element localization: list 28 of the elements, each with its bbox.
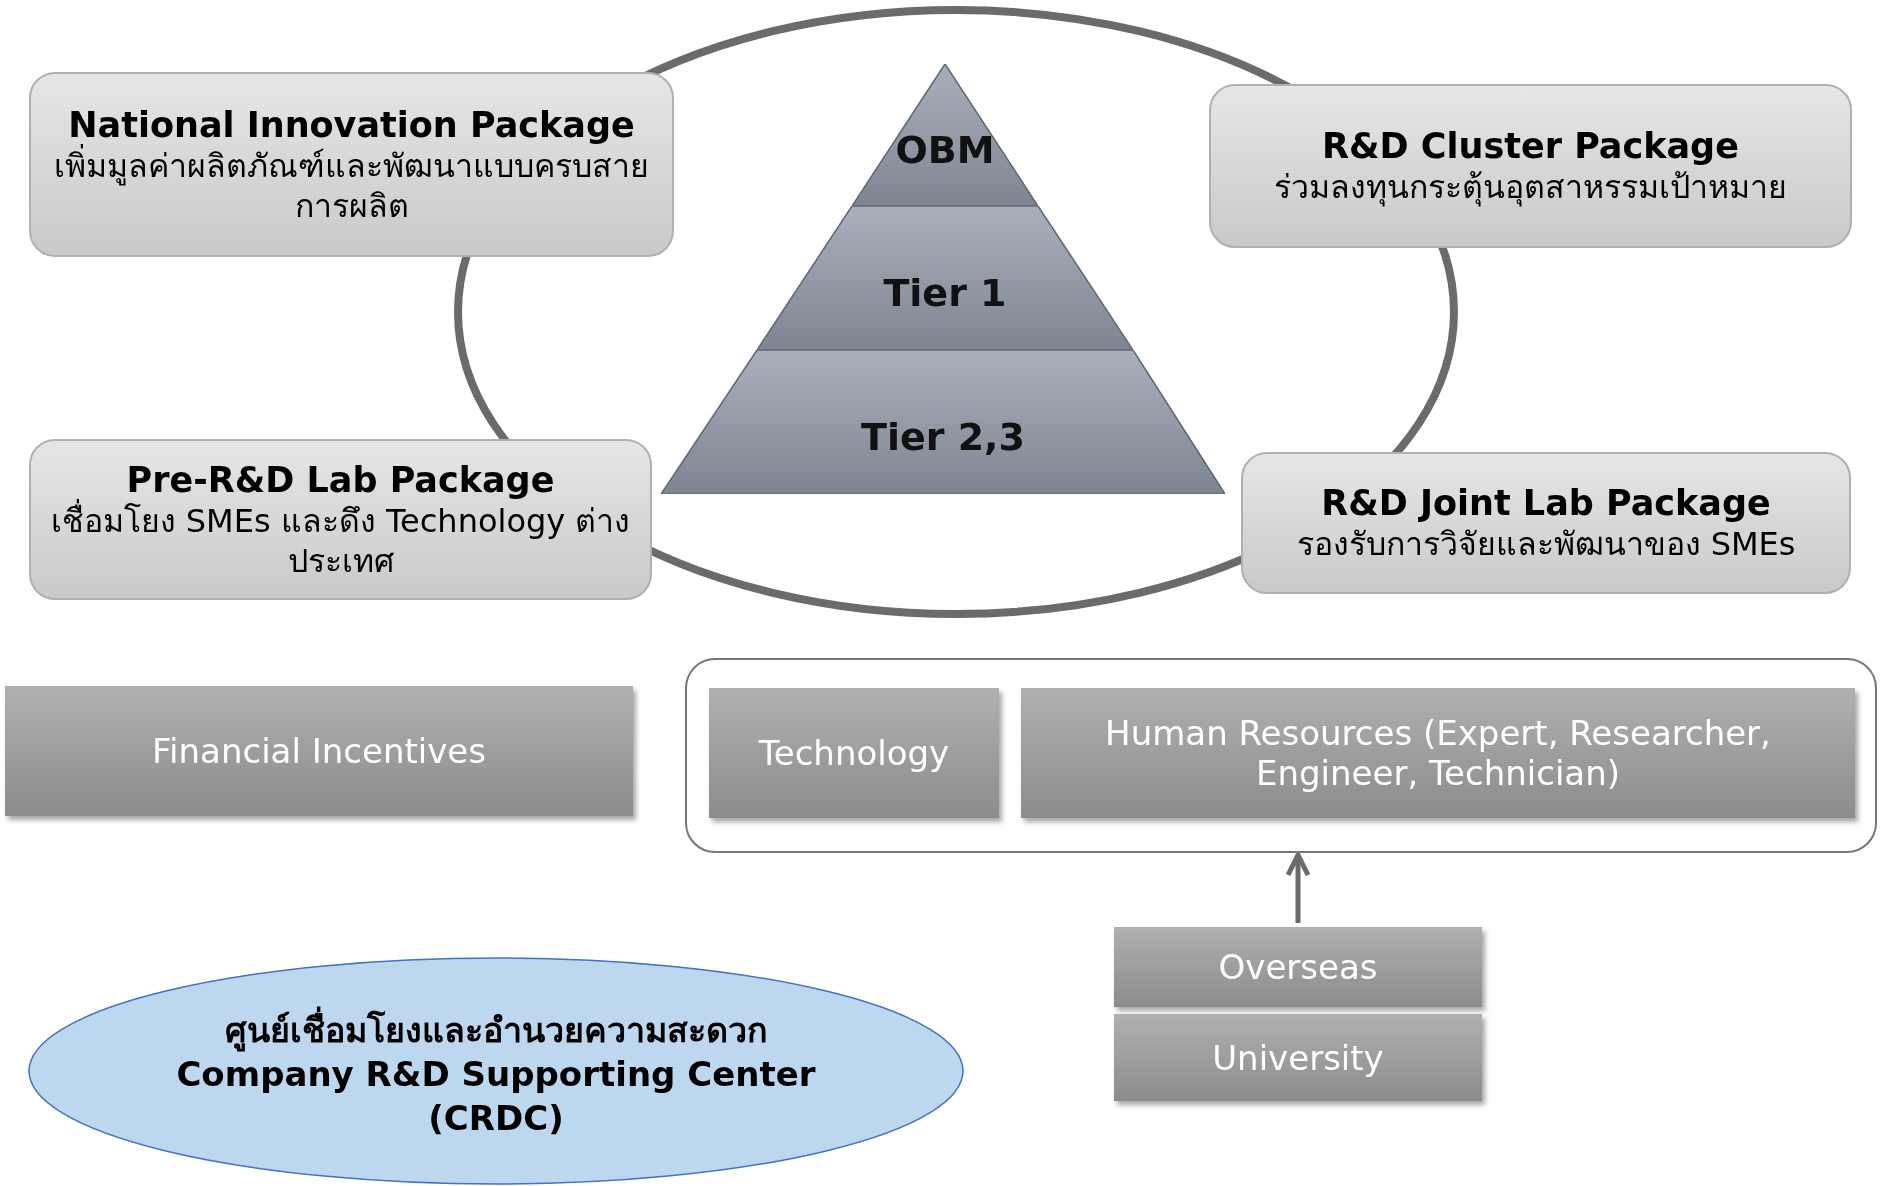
bar-label: University <box>1212 1037 1384 1078</box>
package-box <box>29 439 652 600</box>
category-bar <box>1021 688 1855 818</box>
bar-label: Overseas <box>1218 947 1378 987</box>
package-box <box>1209 84 1852 248</box>
package-title: Pre-R&D Lab Package <box>126 458 555 500</box>
group-frame <box>685 658 1877 853</box>
category-bar <box>5 686 633 816</box>
tier-label: Tier 1 <box>882 271 1008 316</box>
package-box <box>1241 452 1851 594</box>
arrow <box>1285 852 1311 923</box>
package-description: ร่วมลงทุนกระตุ้นอุตสาหรรมเป้าหมาย <box>1274 167 1787 207</box>
package-description: เพิ่มมูลค่าผลิตภัณฑ์และพัฒนาแบบครบสายการผลิต <box>53 145 650 226</box>
package-description: เชื่อมโยง SMEs และดึง Technology ต่างประเทศ <box>49 500 632 581</box>
package-title: National Innovation Package <box>68 103 635 145</box>
package-title: R&D Cluster Package <box>1322 125 1739 167</box>
package-box <box>29 72 674 257</box>
center-label: ศูนย์เชื่อมโยงและอำนวยความสะดวก Company R&D Supporting Center (CRDC) <box>147 1008 845 1141</box>
bar-label: Technology <box>758 733 950 773</box>
bar-label: Human Resources (Expert, Researcher, Engineer, Technician) <box>1104 713 1772 793</box>
tier-label: Tier 2,3 <box>860 415 1026 460</box>
category-bar <box>1114 927 1482 1007</box>
package-description: รองรับการวิจัยและพัฒนาของ SMEs <box>1296 524 1796 564</box>
package-title: R&D Joint Lab Package <box>1321 482 1771 524</box>
category-bar <box>709 688 999 818</box>
bar-label: Financial Incentives <box>152 731 486 771</box>
category-bar <box>1114 1014 1482 1101</box>
tier-label: OBM <box>894 128 996 173</box>
